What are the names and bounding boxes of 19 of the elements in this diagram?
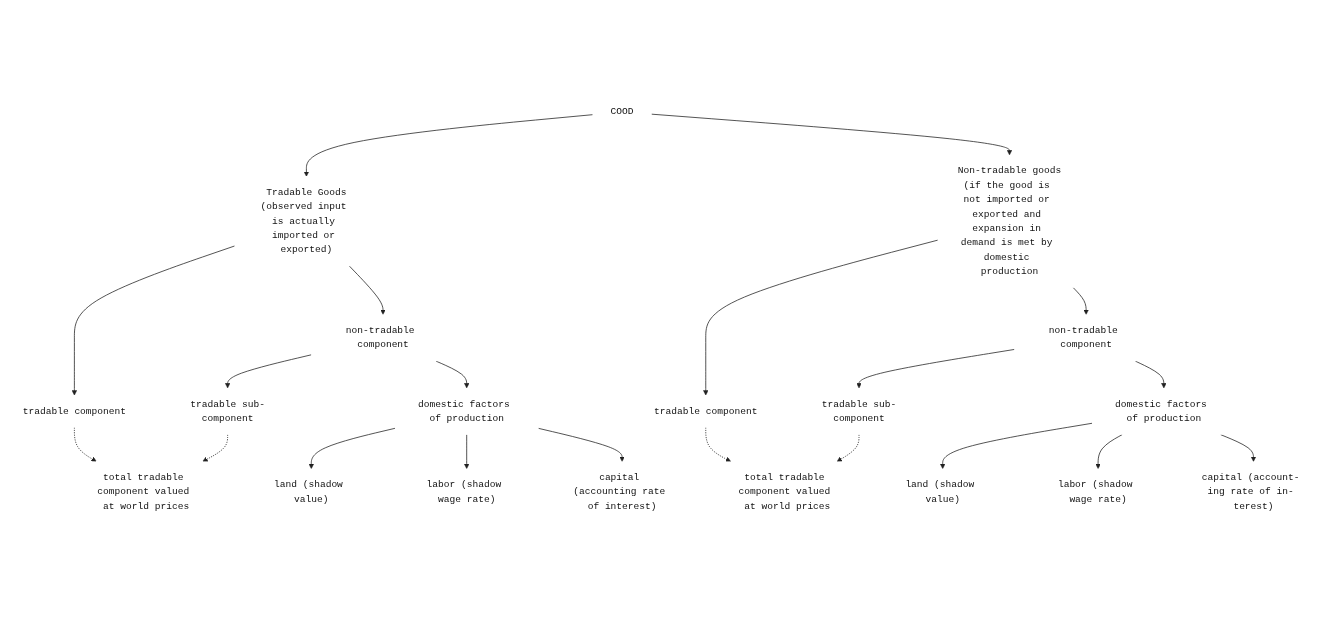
node-text: total tradable component valued at world prices: [97, 472, 190, 512]
node-text: land (shadow value): [274, 479, 343, 505]
node-text: Non-tradable goods (if the good is not imported or exported and expansion in demand is met by domestic production: [957, 165, 1062, 277]
node-text: tradable component: [654, 405, 758, 417]
node-text: capital (account- ing rate of in- terest): [1201, 472, 1300, 512]
node-text: COOD: [610, 106, 634, 118]
node-text: Tradable Goods (observed input is actually imported or exported): [260, 187, 347, 256]
node-text: tradable sub-component: [190, 398, 265, 424]
node-text: total tradable component valued at world prices: [738, 472, 831, 512]
node-text: tradable sub-component: [821, 398, 897, 424]
node-text: non-tradable component: [1048, 325, 1118, 351]
node-text: land (shadow value): [905, 479, 975, 505]
node-text: domestic factors of production: [1115, 398, 1207, 424]
node-text: domestic factors of production: [417, 398, 510, 424]
node-text: capital (accounting rate of interest): [573, 472, 666, 512]
node-text: labor (shadow wage rate): [426, 479, 502, 505]
node-text: non-tradable component: [345, 325, 415, 351]
node-text: tradable component: [22, 405, 127, 417]
node-text: labor (shadow wage rate): [1057, 479, 1133, 505]
